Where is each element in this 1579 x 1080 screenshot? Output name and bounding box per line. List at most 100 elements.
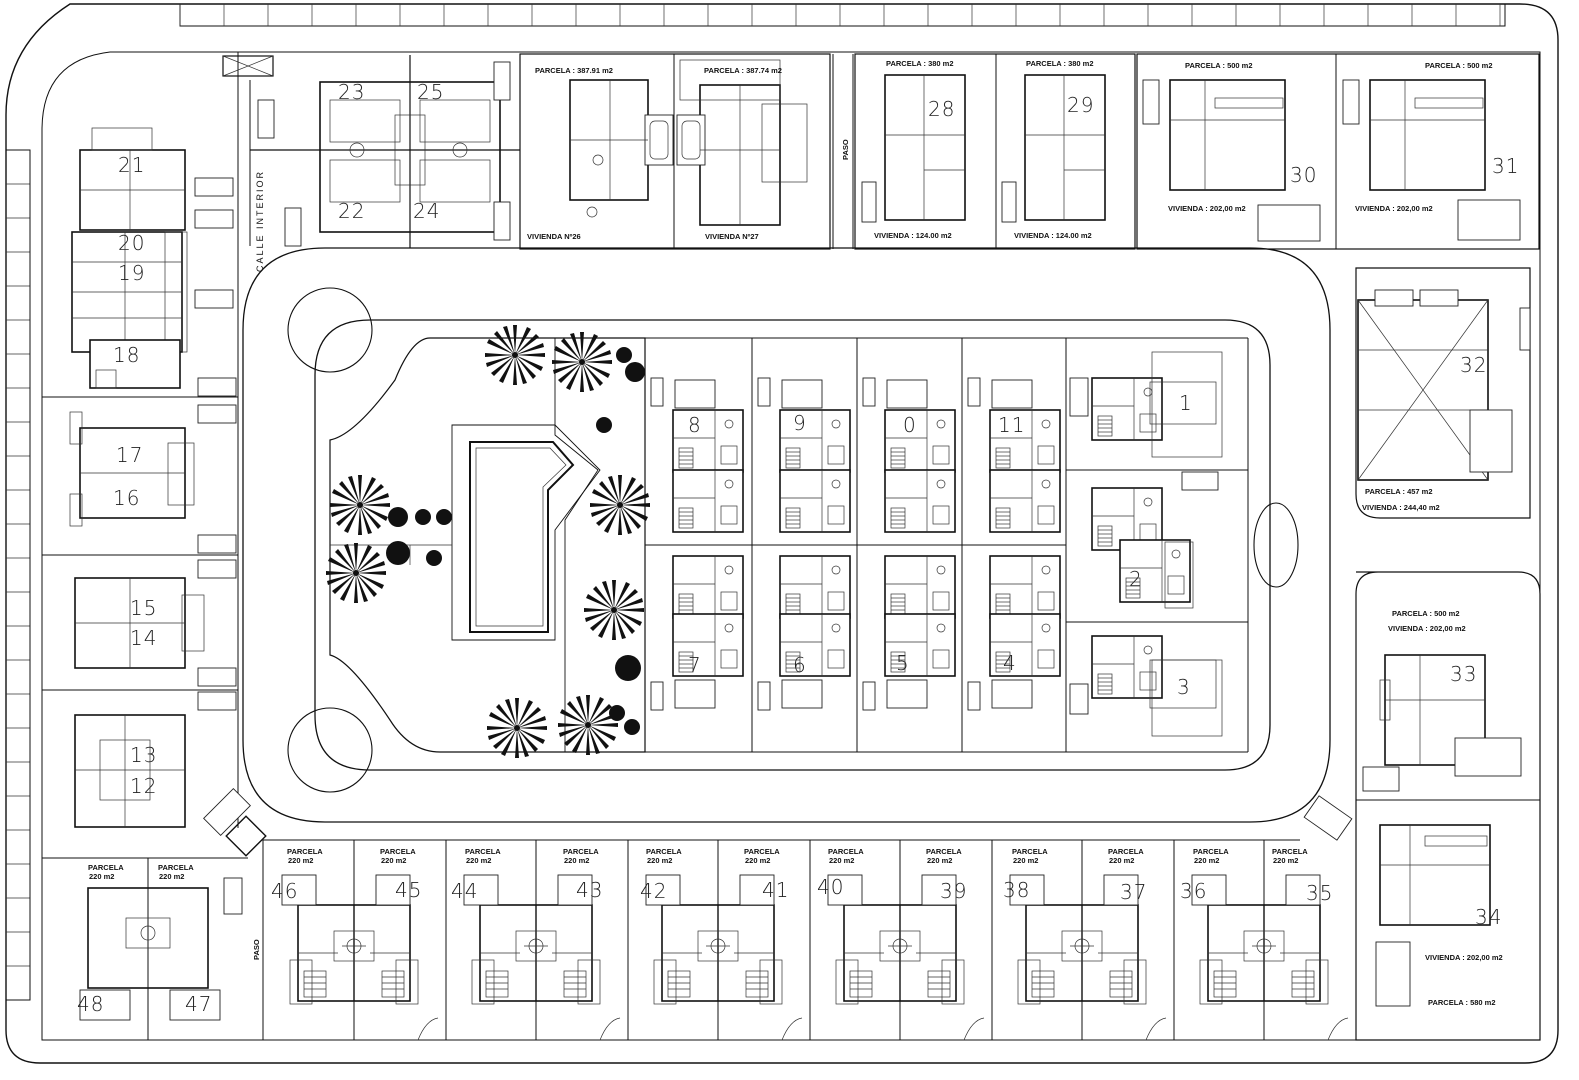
lot-34-label: 34 bbox=[1475, 905, 1502, 929]
svg-text:220 m2: 220 m2 bbox=[1273, 856, 1298, 865]
lot-19-label: 19 bbox=[118, 261, 145, 285]
lot-43-label: 43 bbox=[576, 878, 603, 902]
p28-vivienda: VIVIENDA : 124.00 m2 bbox=[874, 231, 952, 240]
lot-30-label: 30 bbox=[1290, 163, 1317, 187]
lot-6-label: 6 bbox=[793, 653, 807, 677]
lot-41-label: 41 bbox=[762, 878, 789, 902]
lot-0-label: 0 bbox=[903, 413, 917, 437]
svg-text:PARCELA: PARCELA bbox=[1193, 847, 1229, 856]
svg-text:220 m2: 220 m2 bbox=[89, 872, 114, 881]
lot-5-label: 5 bbox=[896, 651, 910, 675]
roundabout-e bbox=[1253, 502, 1299, 588]
lot-25-label: 25 bbox=[417, 80, 444, 104]
lot-31-label: 31 bbox=[1492, 154, 1519, 178]
garden-area bbox=[329, 337, 646, 753]
site-boundary bbox=[5, 3, 1559, 1064]
svg-text:PARCELA: PARCELA bbox=[1012, 847, 1048, 856]
lot-16-label: 16 bbox=[113, 486, 140, 510]
palm-trees bbox=[326, 325, 650, 758]
p32-parcela: PARCELA : 457 m2 bbox=[1365, 487, 1433, 496]
svg-text:220 m2: 220 m2 bbox=[1194, 856, 1219, 865]
lot-32-plot bbox=[1355, 267, 1531, 519]
roundabout-sw bbox=[287, 707, 373, 793]
lots-28-29 bbox=[854, 53, 1136, 250]
ring-road-outer bbox=[242, 247, 1331, 823]
villa-26-27 bbox=[519, 53, 831, 250]
svg-text:PARCELA: PARCELA bbox=[828, 847, 864, 856]
lot-33-label: 33 bbox=[1450, 662, 1477, 686]
svg-text:PARCELA: PARCELA bbox=[380, 847, 416, 856]
lot-17-label: 17 bbox=[116, 443, 143, 467]
lot-24-label: 24 bbox=[413, 199, 440, 223]
top-parking-strip bbox=[179, 4, 1501, 26]
svg-text:220 m2: 220 m2 bbox=[927, 856, 952, 865]
lot-38-label: 38 bbox=[1003, 878, 1030, 902]
svg-text:220 m2: 220 m2 bbox=[1013, 856, 1038, 865]
svg-text:PARCELA: PARCELA bbox=[744, 847, 780, 856]
p33-parcela: PARCELA : 500 m2 bbox=[1392, 609, 1460, 618]
lot-46-label: 46 bbox=[271, 879, 298, 903]
bottom-lots bbox=[79, 839, 1300, 1040]
svg-text:220 m2: 220 m2 bbox=[466, 856, 491, 865]
lot-13-label: 13 bbox=[130, 743, 157, 767]
p30-parcela: PARCELA : 500 m2 bbox=[1185, 61, 1253, 70]
p31-vivienda: VIVIENDA : 202,00 m2 bbox=[1355, 204, 1433, 213]
lot-23-label: 23 bbox=[338, 80, 365, 104]
lot-9-label: 9 bbox=[793, 411, 807, 435]
lots-33-34 bbox=[1303, 571, 1541, 1041]
lot-18-label: 18 bbox=[113, 343, 140, 367]
p27-vivienda: VIVIENDA Nº27 bbox=[705, 232, 759, 241]
p29-vivienda: VIVIENDA : 124.00 m2 bbox=[1014, 231, 1092, 240]
lot-11-label: 11 bbox=[998, 413, 1025, 437]
svg-text:PARCELA: PARCELA bbox=[563, 847, 599, 856]
lot-37-label: 37 bbox=[1120, 880, 1147, 904]
lot-39-label: 39 bbox=[940, 879, 967, 903]
svg-text:PARCELA: PARCELA bbox=[646, 847, 682, 856]
svg-text:PARCELA: PARCELA bbox=[158, 863, 194, 872]
roundabout-nw bbox=[287, 287, 373, 373]
p33-vivienda: VIVIENDA : 202,00 m2 bbox=[1388, 624, 1466, 633]
lot-3-label: 3 bbox=[1177, 675, 1191, 699]
lot-2-label: 2 bbox=[1129, 567, 1143, 591]
paso-label-top: PASO bbox=[841, 139, 850, 160]
p27-parcela: PARCELA : 387.74 m2 bbox=[704, 66, 782, 75]
p29-parcela: PARCELA : 380 m2 bbox=[1026, 59, 1094, 68]
annotations: PARCELA : 387.91 m2 VIVIENDA Nº26 PARCEL… bbox=[527, 59, 1503, 1007]
lot-4-label: 4 bbox=[1003, 651, 1017, 675]
ring-road-inner bbox=[314, 319, 1271, 771]
svg-text:220 m2: 220 m2 bbox=[647, 856, 672, 865]
p34-vivienda: VIVIENDA : 202,00 m2 bbox=[1425, 953, 1503, 962]
svg-text:PARCELA: PARCELA bbox=[926, 847, 962, 856]
lots-30-31 bbox=[1136, 53, 1540, 250]
lot-14-label: 14 bbox=[130, 626, 157, 650]
p34-parcela: PARCELA : 580 m2 bbox=[1428, 998, 1496, 1007]
lot-1-label: 1 bbox=[1179, 391, 1193, 415]
lot-44-label: 44 bbox=[451, 879, 478, 903]
svg-text:PARCELA: PARCELA bbox=[1108, 847, 1144, 856]
lot-35-label: 35 bbox=[1306, 881, 1333, 905]
svg-text:220 m2: 220 m2 bbox=[564, 856, 589, 865]
shrubs bbox=[386, 347, 645, 735]
pool bbox=[469, 441, 575, 633]
paso-label-bottom: PASO bbox=[252, 939, 261, 960]
lot-8-label: 8 bbox=[688, 413, 702, 437]
lot-45-label: 45 bbox=[395, 878, 422, 902]
p26-vivienda: VIVIENDA Nº26 bbox=[527, 232, 581, 241]
lot-42-label: 42 bbox=[640, 879, 667, 903]
lot-7-label: 7 bbox=[688, 653, 702, 677]
interior-lots-grid bbox=[645, 337, 1249, 753]
p28-parcela: PARCELA : 380 m2 bbox=[886, 59, 954, 68]
lot-21-label: 21 bbox=[118, 153, 145, 177]
svg-text:220 m2: 220 m2 bbox=[381, 856, 406, 865]
svg-text:220 m2: 220 m2 bbox=[1109, 856, 1134, 865]
p30-vivienda: VIVIENDA : 202,00 m2 bbox=[1168, 204, 1246, 213]
svg-text:220 m2: 220 m2 bbox=[288, 856, 313, 865]
lot-20-label: 20 bbox=[118, 231, 145, 255]
left-lots bbox=[42, 127, 267, 857]
lot-36-label: 36 bbox=[1180, 879, 1207, 903]
lot-28-label: 28 bbox=[928, 97, 955, 121]
lot-12-label: 12 bbox=[130, 774, 157, 798]
svg-text:220 m2: 220 m2 bbox=[159, 872, 184, 881]
